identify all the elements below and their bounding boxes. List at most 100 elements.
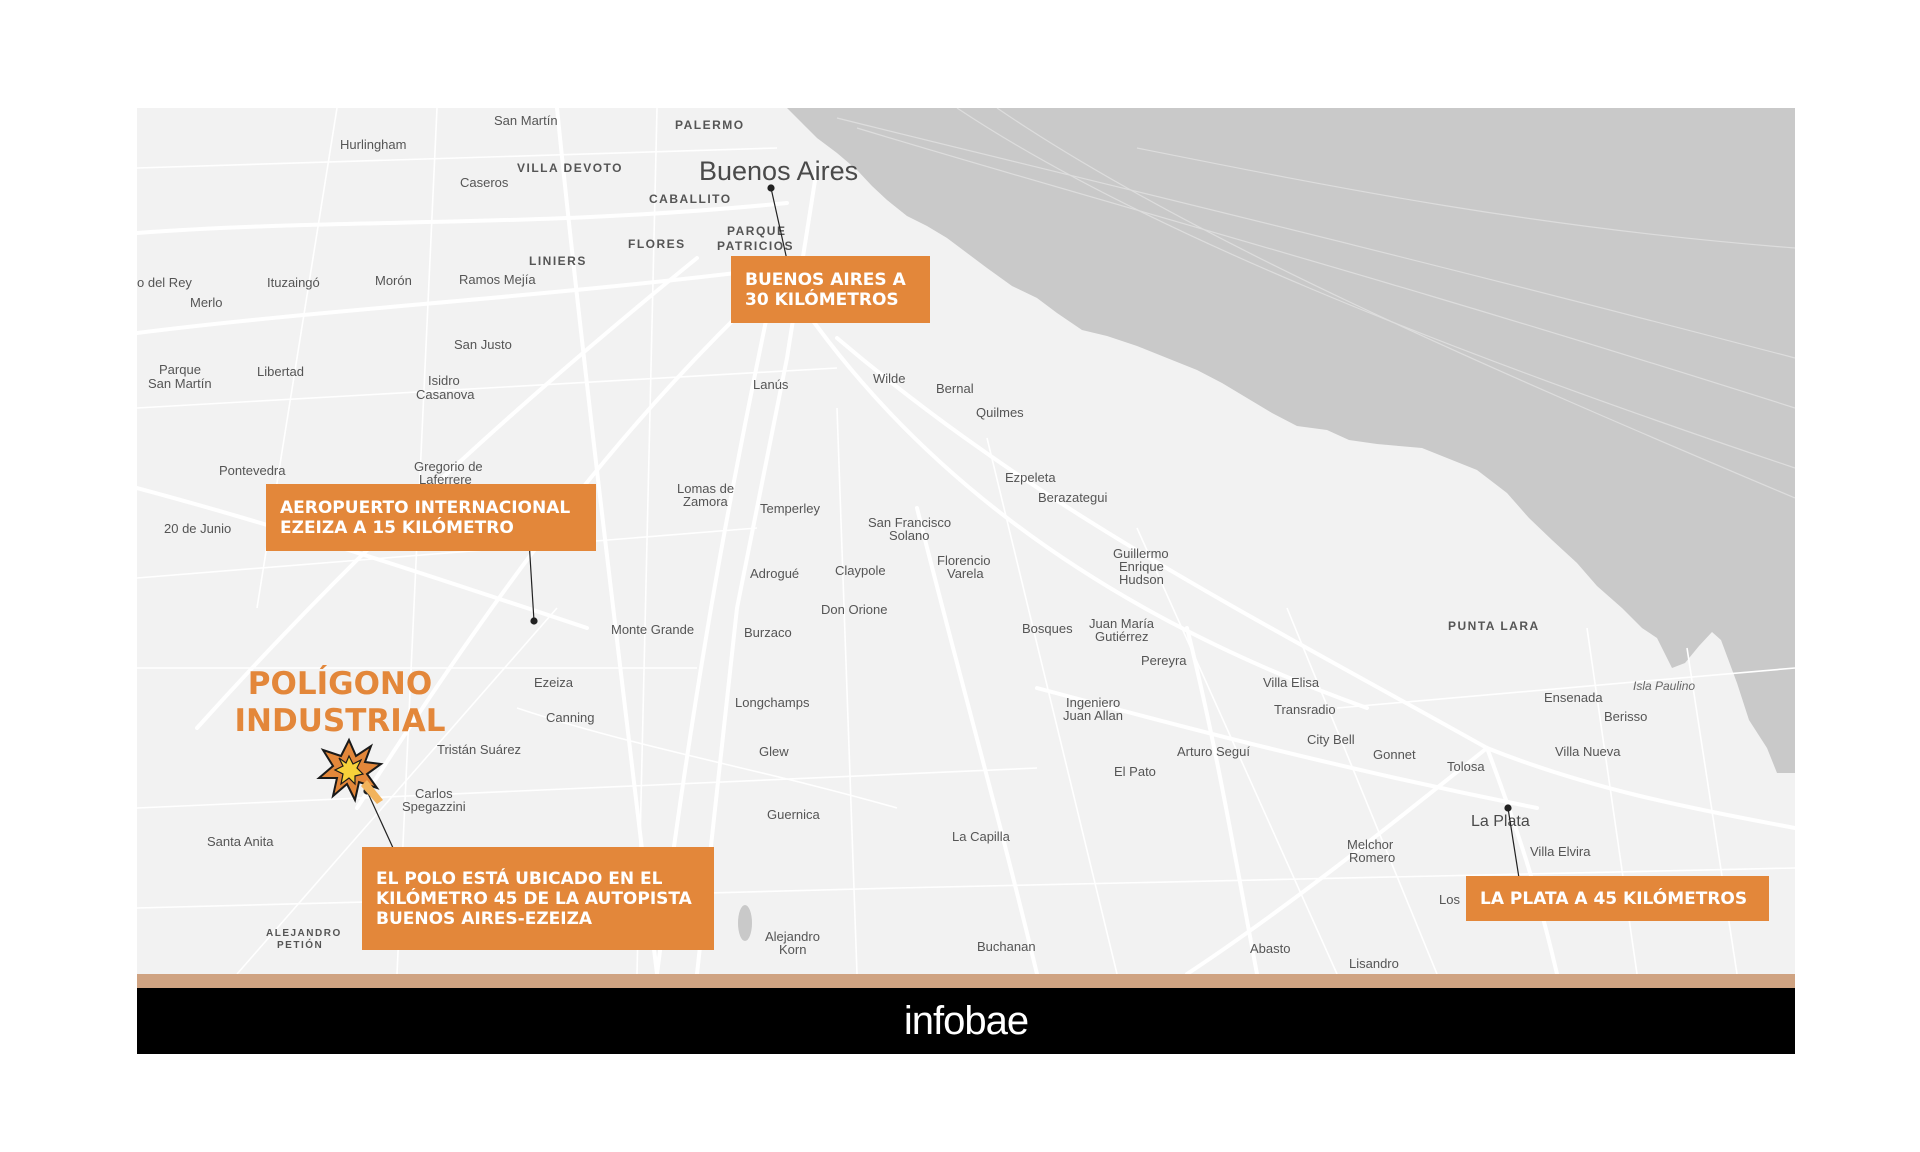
label-bernal: Bernal [936,381,974,396]
label-varela: Varela [947,566,984,581]
label-del-rey: o del Rey [137,275,192,290]
label-san-justo: San Justo [454,337,512,352]
label-lomas: Lomas de [677,481,734,496]
label-buenos-aires: Buenos Aires [699,156,858,186]
label-la-capilla: La Capilla [952,829,1011,844]
lake [738,905,752,941]
label-ezeiza: Ezeiza [534,675,574,690]
label-patricios: PATRICIOS [717,239,794,253]
label-merlo: Merlo [190,295,223,310]
label-ramos-mejia: Ramos Mejía [459,272,536,287]
label-berazategui: Berazategui [1038,490,1107,505]
label-hudson: Hudson [1119,572,1164,587]
label-canning: Canning [546,710,594,725]
label-ezpeleta: Ezpeleta [1005,470,1056,485]
marker-airport [530,617,538,625]
label-ituzaingo: Ituzaingó [267,275,320,290]
label-florencio: Florencio [937,553,990,568]
label-flores: FLORES [628,237,686,251]
callout-airport: AEROPUERTO INTERNACIONAL EZEIZA A 15 KIL… [266,484,596,551]
label-gonnet: Gonnet [1373,747,1416,762]
label-moron: Morón [375,273,412,288]
label-los: Los [1439,892,1460,907]
label-abasto: Abasto [1250,941,1290,956]
label-transradio: Transradio [1274,702,1336,717]
leader-laplata [1507,807,1520,879]
label-adrogue: Adrogué [750,566,799,581]
label-la-plata: La Plata [1471,813,1530,830]
marker-laplata [1504,804,1512,812]
label-ingeniero: Ingeniero [1066,695,1120,710]
label-20-de-junio: 20 de Junio [164,521,231,536]
explosion-icon [316,737,384,804]
label-juan-allan: Juan Allan [1063,708,1123,723]
callout-polo-location: EL POLO ESTÁ UBICADO EN EL KILÓMETRO 45 … [362,847,714,950]
minor-roads [137,108,1795,974]
label-claypole: Claypole [835,563,886,578]
label-pereyra: Pereyra [1141,653,1187,668]
label-guernica: Guernica [767,807,821,822]
label-solano: Solano [889,528,929,543]
label-longchamps: Longchamps [735,695,810,710]
label-parque: PARQUE [727,224,786,238]
label-caballito: CABALLITO [649,192,732,206]
label-zamora: Zamora [683,494,729,509]
label-tristan-suarez: Tristán Suárez [437,742,521,757]
label-ensenada: Ensenada [1544,690,1603,705]
leader-bsas [770,187,788,261]
map-canvas: San Martín PALERMO Hurlingham VILLA DEVO… [137,108,1795,974]
shipping-lanes [836,108,1795,499]
callout-la-plata: LA PLATA A 45 KILÓMETROS [1466,876,1769,921]
label-gregorio: Gregorio de [414,459,483,474]
label-villa-elisa: Villa Elisa [1263,675,1320,690]
label-melchor: Melchor [1347,837,1394,852]
label-buchanan: Buchanan [977,939,1036,954]
label-don-orione: Don Orione [821,602,887,617]
label-guillermo: Guillermo [1113,546,1169,561]
water-area [787,108,1795,773]
label-romero: Romero [1349,850,1395,865]
label-alejandro: ALEJANDRO [266,928,342,939]
label-hurlingham: Hurlingham [340,137,406,152]
label-caseros: Caseros [460,175,509,190]
footer-bar: infobae [137,988,1795,1054]
label-lanus: Lanús [753,377,789,392]
label-tolosa: Tolosa [1447,759,1485,774]
label-alejandro-korn-1: Alejandro [765,929,820,944]
label-isla-paulino: Isla Paulino [1633,679,1695,693]
label-temperley: Temperley [760,501,820,516]
label-el-pato: El Pato [1114,764,1156,779]
label-villa-nueva: Villa Nueva [1555,744,1621,759]
label-lisandro: Lisandro [1349,956,1399,971]
label-carlos: Carlos [415,786,453,801]
label-arturo-segui: Arturo Seguí [1177,744,1250,759]
infobae-logo: infobae [903,998,1029,1043]
major-roads [137,108,1795,974]
label-liniers: LINIERS [529,254,587,268]
label-alejandro-korn-2: Korn [779,942,806,957]
map-frame: San Martín PALERMO Hurlingham VILLA DEVO… [137,108,1795,1054]
label-burzaco: Burzaco [744,625,792,640]
label-palermo: PALERMO [675,118,745,132]
label-pontevedra: Pontevedra [219,463,286,478]
label-city-bell: City Bell [1307,732,1355,747]
label-casanova: Casanova [416,387,475,402]
label-berisso: Berisso [1604,709,1647,724]
label-monte-grande: Monte Grande [611,622,694,637]
label-spegazzini: Spegazzini [402,799,466,814]
place-labels: San Martín PALERMO Hurlingham VILLA DEVO… [137,113,1695,971]
label-glew: Glew [759,744,789,759]
label-quilmes: Quilmes [976,405,1024,420]
label-wilde: Wilde [873,371,906,386]
poligono-industrial-title: POLÍGONO INDUSTRIAL [234,666,446,739]
label-isidro: Isidro [428,373,460,388]
label-bosques: Bosques [1022,621,1073,636]
label-enrique: Enrique [1119,559,1164,574]
label-villa-devoto: VILLA DEVOTO [517,161,623,175]
label-parque-sm-2: San Martín [148,376,212,391]
label-laferrere: Laferrere [419,472,472,487]
label-punta-lara: PUNTA LARA [1448,619,1540,633]
label-san-martin: San Martín [494,113,558,128]
marker-bsas [767,184,775,192]
label-juan-maria: Juan María [1089,616,1155,631]
